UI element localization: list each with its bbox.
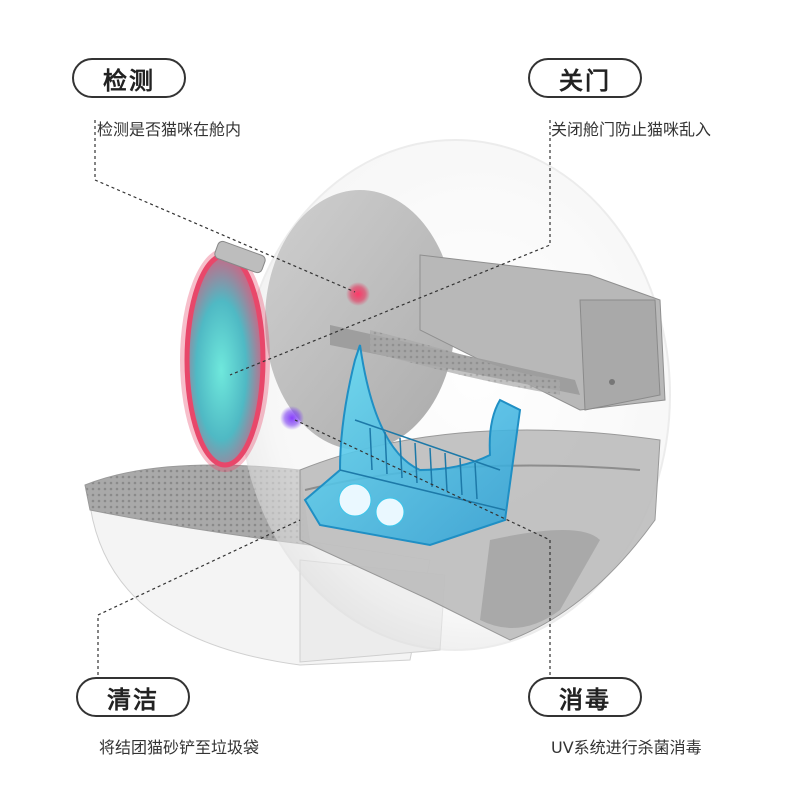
callout-lines — [94, 120, 551, 675]
disinfect-description: UV系统进行杀菌消毒 — [551, 738, 702, 757]
uv-light — [280, 406, 304, 430]
disinfect-title: 消毒 — [559, 685, 611, 714]
clean-line — [97, 519, 301, 675]
close-title: 关门 — [559, 66, 611, 95]
detect-title: 检测 — [103, 66, 155, 95]
close-title-pill: 关门 — [528, 58, 642, 98]
close-description: 关闭舱门防止猫咪乱入 — [551, 120, 712, 139]
door — [180, 240, 270, 472]
close-line — [229, 120, 551, 376]
clean-title-pill: 清洁 — [76, 677, 190, 717]
disinfect-line — [294, 419, 551, 675]
clean-description: 将结团猫砂铲至垃圾袋 — [99, 738, 260, 757]
detect-description: 检测是否猫咪在舱内 — [97, 120, 242, 139]
clean-title: 清洁 — [107, 685, 159, 714]
rake — [303, 344, 522, 547]
disinfect-title-pill: 消毒 — [528, 677, 642, 717]
detect-title-pill: 检测 — [72, 58, 186, 98]
detect-line — [94, 120, 356, 293]
sensor-light — [346, 282, 370, 306]
